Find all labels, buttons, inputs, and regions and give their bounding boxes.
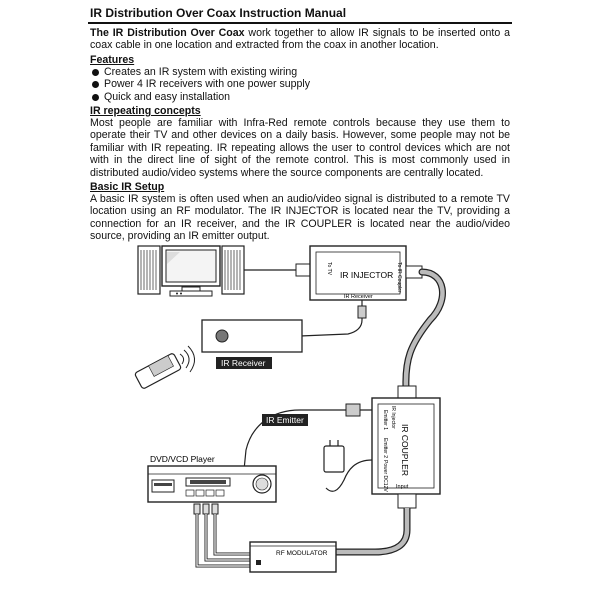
injector-port-ir-receiver: IR Receiver [344, 294, 373, 300]
list-item: Creates an IR system with existing wirin… [92, 66, 392, 78]
injector-port-to-tv: To TV [326, 262, 332, 276]
ir-repeating-heading: IR repeating concepts [90, 105, 201, 117]
coupler-port-ir-injector: IR Injector [390, 406, 396, 429]
list-item: Quick and easy installation [92, 91, 392, 103]
intro-paragraph: The IR Distribution Over Coax work toget… [90, 27, 510, 52]
basic-setup-paragraph: A basic IR system is often used when an … [90, 193, 510, 243]
coupler-port-emitter-2: Emitter 2 [382, 438, 388, 458]
dvd-player-device [147, 465, 277, 503]
coupler-port-input: Input [396, 484, 409, 490]
features-list: Creates an IR system with existing wirin… [92, 66, 392, 103]
coupler-port-power: Power DC12V [382, 460, 388, 492]
features-heading: Features [90, 54, 135, 66]
page-title: IR Distribution Over Coax Instruction Ma… [90, 6, 347, 20]
power-adapter-icon [323, 440, 345, 473]
bullet-icon [92, 93, 99, 101]
basic-setup-heading: Basic IR Setup [90, 181, 165, 193]
connector-icon [397, 493, 417, 509]
connector-icon [295, 263, 311, 277]
ir-receiver-device [201, 319, 303, 353]
rf-modulator-label: RF MODULATOR [276, 550, 328, 557]
coupler-port-emitter-1: Emitter 1 [382, 410, 388, 430]
ir-coupler-label: IR COUPLER [400, 424, 410, 476]
intro-bold-lead: The IR Distribution Over Coax [90, 27, 245, 39]
list-item: Power 4 IR receivers with one power supp… [92, 78, 392, 90]
ir-repeating-paragraph: Most people are familiar with Infra-Red … [90, 117, 510, 179]
ir-receiver-label: IR Receiver [221, 358, 266, 368]
intro-text: work together to allow IR signals to be … [90, 27, 511, 52]
ir-receiver-tag [216, 357, 272, 369]
remote-control-icon [134, 345, 195, 389]
feature-text: Power 4 IR receivers with one power supp… [104, 78, 311, 91]
ir-coupler-box [371, 397, 441, 495]
ir-emitter-label: IR Emitter [266, 415, 304, 425]
bullet-icon [92, 69, 99, 76]
coax-cable-rf [336, 508, 411, 556]
power-cable [325, 459, 373, 492]
ir-receiver-cable [299, 300, 363, 337]
connector-icon [397, 385, 417, 399]
rca-cables [193, 503, 250, 568]
title-underline [88, 22, 512, 24]
ir-injector-box [309, 245, 407, 301]
ir-emitter-tag [262, 414, 308, 426]
feature-text: Quick and easy installation [104, 90, 231, 103]
dvd-player-label: DVD/VCD Player [150, 454, 215, 464]
injector-port-to-coupler: To IR Coupler [396, 262, 402, 293]
rf-modulator-device [249, 541, 337, 573]
bullet-icon [92, 81, 99, 89]
feature-text: Creates an IR system with existing wirin… [104, 66, 298, 78]
ir-injector-label: IR INJECTOR [340, 270, 393, 280]
tv-icon [137, 245, 245, 297]
